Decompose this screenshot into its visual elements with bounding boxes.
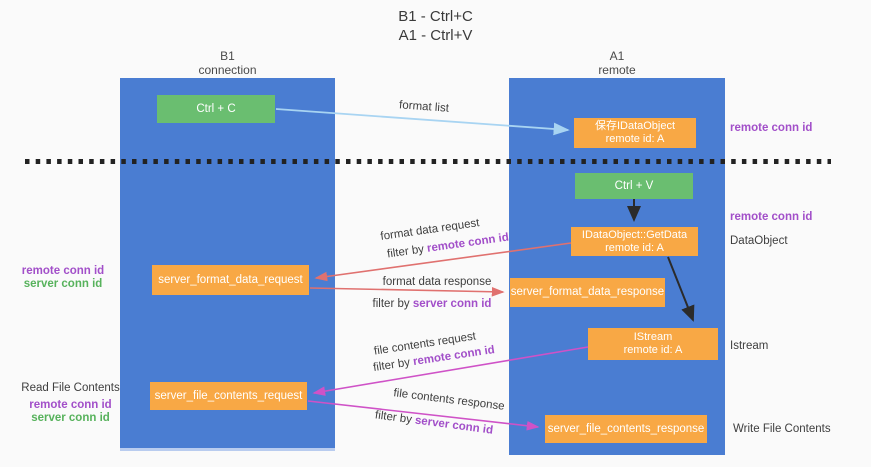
right-write-file-contents-label: Write File Contents	[733, 423, 831, 435]
right-remote-conn-id-1: remote conn id	[730, 122, 813, 134]
server-file-contents-request-box: server_file_contents_request	[150, 382, 307, 410]
left-conn-id-stack-bottom: remote conn id server conn id	[14, 399, 127, 425]
format-list-label: format list	[398, 99, 450, 115]
left-server-conn-id-2: server conn id	[31, 412, 110, 424]
left-server-conn-id-1: server conn id	[23, 278, 103, 290]
save-idataobject-box: 保存IDataObject remote id: A	[574, 118, 696, 148]
title-line-2: A1 - Ctrl+V	[398, 27, 473, 44]
left-remote-conn-id-1: remote conn id	[21, 265, 105, 277]
title-line-1: B1 - Ctrl+C	[398, 8, 473, 25]
format-data-response-label: format data response	[382, 276, 492, 288]
right-remote-conn-id-2: remote conn id	[730, 211, 813, 223]
left-column-header: B1 connection	[120, 49, 335, 77]
right-istream-label: Istream	[730, 340, 769, 352]
read-file-contents-label-wrap: Read File Contents	[14, 382, 127, 395]
server-file-contents-response-label: server_file_contents_response	[547, 422, 705, 435]
filter-value-remote-conn-id: remote conn id	[426, 231, 510, 255]
server-format-data-response-box: server_format_data_response	[510, 278, 665, 307]
left-column-role: connection	[198, 63, 257, 77]
istream-line2: remote id: A	[623, 344, 683, 356]
server-format-data-request-label: server_format_data_request	[158, 273, 303, 286]
istream-box: IStream remote id: A	[588, 328, 718, 360]
idataobject-getdata-box: IDataObject::GetData remote id: A	[571, 227, 698, 256]
right-dataobject-label: DataObject	[730, 235, 788, 247]
server-format-data-request-box: server_format_data_request	[152, 265, 309, 295]
save-idataobject-line2: remote id: A	[605, 133, 665, 145]
filter-value-server-conn-id: server conn id	[414, 414, 494, 437]
ctrl-c-box: Ctrl + C	[157, 95, 275, 123]
ctrl-v-box: Ctrl + V	[575, 173, 693, 199]
diagram-title: B1 - Ctrl+C A1 - Ctrl+V	[0, 7, 871, 45]
filter-prefix: filter by	[372, 356, 415, 375]
server-format-data-response-label: server_format_data_response	[510, 286, 665, 298]
istream-line1: IStream	[633, 331, 673, 343]
filter-value-server-conn-id: server conn id	[412, 298, 492, 310]
read-file-contents-label: Read File Contents	[21, 382, 120, 394]
filter-prefix: filter by	[372, 298, 413, 310]
right-column-name: A1	[609, 49, 625, 63]
left-conn-id-stack-top: remote conn id server conn id	[8, 265, 118, 291]
ctrl-v-label: Ctrl + V	[614, 179, 654, 192]
ctrl-c-label: Ctrl + C	[196, 102, 236, 115]
right-column-role: remote	[598, 63, 636, 77]
left-remote-conn-id-2: remote conn id	[29, 399, 112, 411]
filter-prefix: filter by	[374, 409, 416, 427]
right-column-header: A1 remote	[509, 49, 725, 77]
left-column-name: B1	[220, 49, 235, 63]
server-file-contents-request-label: server_file_contents_request	[154, 389, 303, 402]
server-file-contents-response-box: server_file_contents_response	[545, 415, 707, 443]
filter-prefix: filter by	[386, 242, 428, 261]
getdata-line1: IDataObject::GetData	[581, 228, 688, 241]
getdata-line2: remote id: A	[605, 241, 664, 254]
file-contents-response-label: file contents response	[392, 387, 506, 413]
save-idataobject-line1: 保存IDataObject	[594, 120, 676, 132]
format-data-response-filter-label: filter by server conn id	[373, 298, 492, 310]
format-data-response-arrow	[309, 286, 505, 297]
file-contents-response-filter-label: filter by server conn id	[374, 409, 493, 436]
